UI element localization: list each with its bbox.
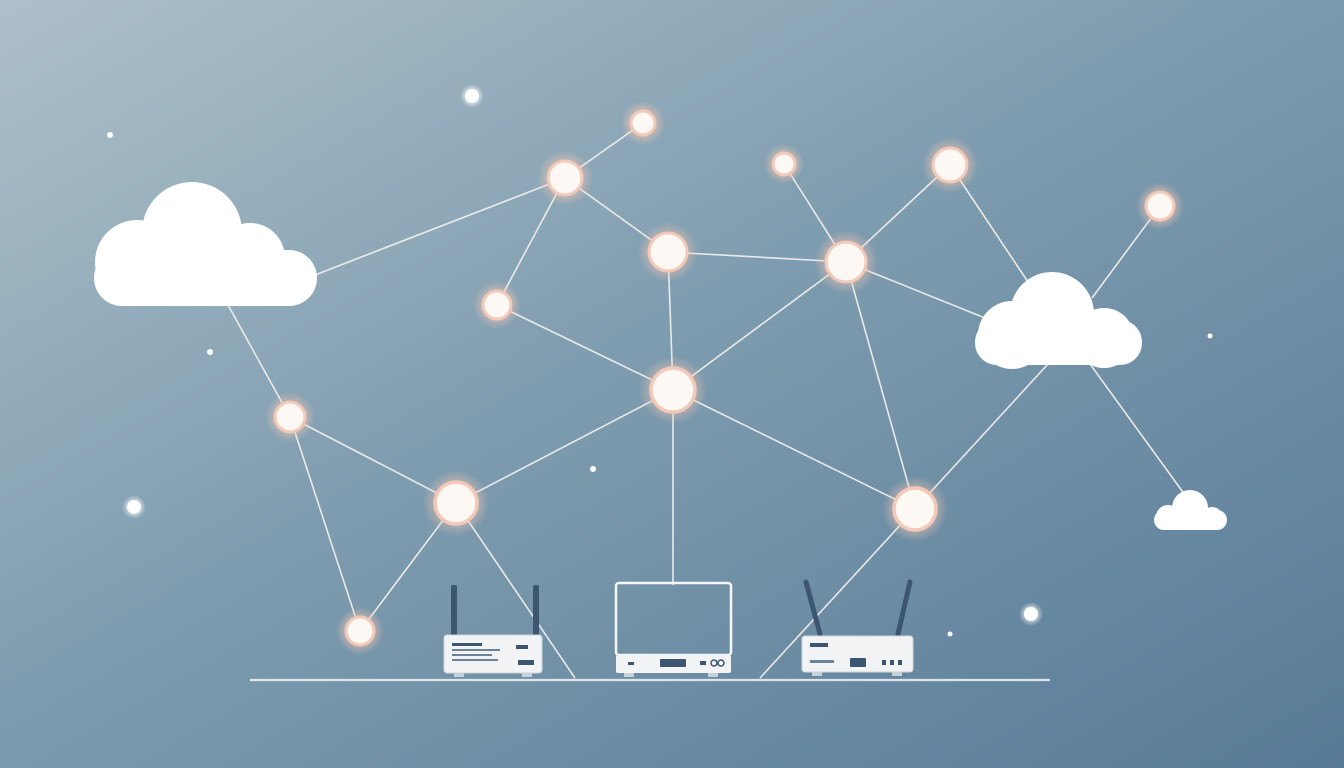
node-13 xyxy=(336,607,384,655)
node-4 xyxy=(473,281,521,329)
node-11 xyxy=(423,470,489,536)
node-9 xyxy=(639,356,707,424)
router-right xyxy=(801,579,914,676)
node-7 xyxy=(922,137,978,193)
cloud-left xyxy=(94,182,317,306)
node-6 xyxy=(814,230,878,294)
monitor-center xyxy=(614,581,733,677)
node-1 xyxy=(537,150,593,206)
network-nodes xyxy=(265,101,1184,655)
node-2 xyxy=(621,101,665,145)
node-8 xyxy=(1136,182,1184,230)
node-10 xyxy=(265,392,315,442)
cloud-right xyxy=(975,272,1142,369)
router-left xyxy=(443,585,543,677)
node-5 xyxy=(764,144,804,184)
sparkle-dots xyxy=(107,84,1213,637)
node-12 xyxy=(882,476,948,542)
cloud-small xyxy=(1154,490,1227,530)
node-3 xyxy=(638,222,698,282)
